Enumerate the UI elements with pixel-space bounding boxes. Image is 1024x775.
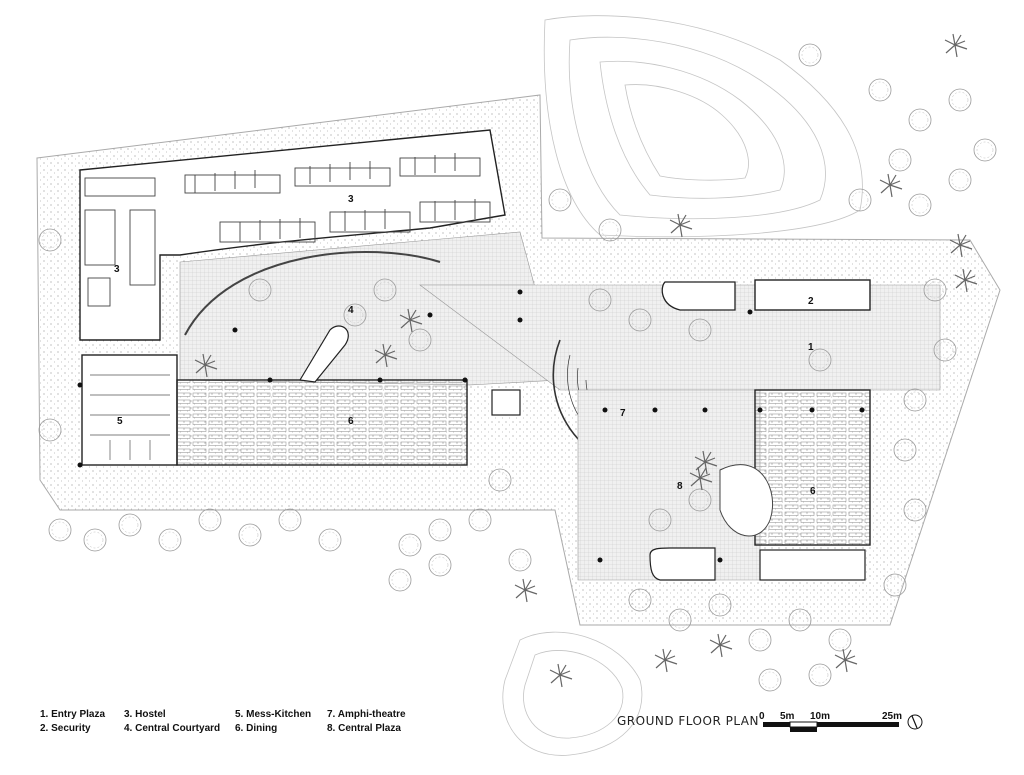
legend-item-6: 6. Dining: [235, 723, 278, 734]
contour-lines: [502, 15, 863, 756]
room-number-2: 2: [808, 296, 814, 307]
legend-item-3: 3. Hostel: [124, 709, 166, 720]
room-number-4: 4: [348, 305, 354, 316]
dining-hall-west: [176, 379, 468, 466]
hostel-wing: [79, 129, 506, 341]
room-number-1: 1: [808, 342, 814, 353]
north-arrow-icon: [907, 714, 923, 730]
scale-label-0: 0: [759, 711, 765, 722]
scale-label-5m: 5m: [780, 711, 795, 722]
scale-bar: 0 5m 10m 25m: [759, 711, 902, 732]
legend-item-8: 8. Central Plaza: [327, 723, 401, 734]
mess-kitchen-block: [81, 354, 178, 466]
room-number-3a: 3: [348, 194, 354, 205]
structural-columns: [77, 289, 865, 563]
room-number-8: 8: [677, 481, 683, 492]
legend-item-2: 2. Security: [40, 723, 91, 734]
legend-item-7: 7. Amphi-theatre: [327, 709, 406, 720]
legend-item-5: 5. Mess-Kitchen: [235, 709, 312, 720]
security-building: [754, 279, 871, 311]
plan-title: GROUND FLOOR PLAN: [617, 714, 759, 728]
courtyard-arc: [184, 250, 441, 336]
room-number-6b: 6: [810, 486, 816, 497]
room-number-7: 7: [620, 408, 626, 419]
legend: 1. Entry Plaza 2. Security 3. Hostel 4. …: [40, 709, 440, 749]
scale-label-25m: 25m: [882, 711, 902, 722]
room-number-6a: 6: [348, 416, 354, 427]
dining-hall-east: [754, 389, 871, 546]
legend-item-1: 1. Entry Plaza: [40, 709, 106, 720]
room-number-3b: 3: [114, 264, 120, 275]
plaza-pond: [719, 464, 774, 537]
room-number-5: 5: [117, 416, 123, 427]
scale-label-10m: 10m: [810, 711, 830, 722]
legend-item-4: 4. Central Courtyard: [124, 723, 221, 734]
hostel-rooms: [84, 153, 491, 307]
stair-cores: [299, 325, 716, 581]
